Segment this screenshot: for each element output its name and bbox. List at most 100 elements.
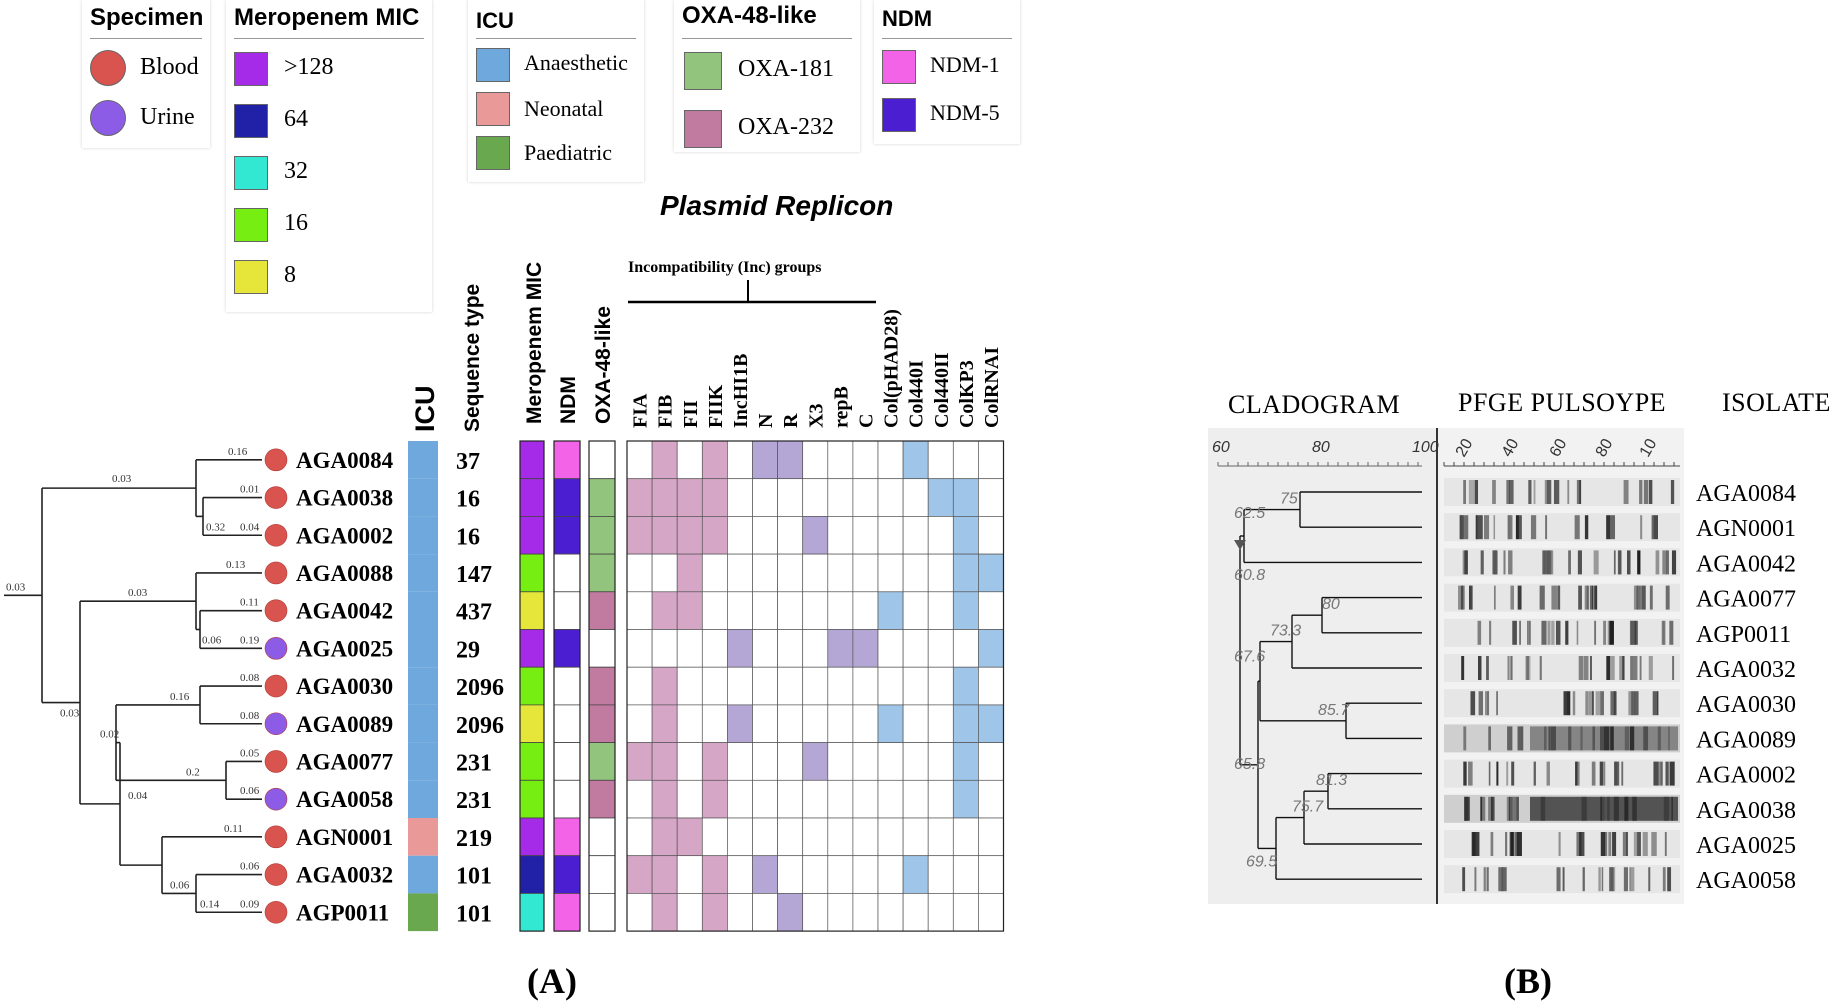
- gel-band: [1628, 691, 1633, 716]
- gel-band: [1544, 480, 1550, 504]
- replicon-cell: [752, 855, 778, 894]
- replicon-cell: [978, 704, 1004, 743]
- gel-band: [1472, 832, 1476, 856]
- replicon-cell: [676, 742, 703, 781]
- replicon-column-header: FIA: [630, 393, 652, 428]
- replicon-cell: [752, 666, 778, 706]
- gel-band: [1667, 867, 1672, 892]
- gel-band: [1458, 585, 1462, 610]
- replicon-cell: [676, 779, 703, 819]
- replicon-cell: [877, 855, 904, 894]
- mic-128-swatch: [234, 52, 268, 86]
- isolate-name: AGN0001: [296, 825, 393, 850]
- replicon-cell: [802, 553, 829, 593]
- ndm-cell: [553, 779, 581, 819]
- gel-band: [1474, 867, 1477, 892]
- branch-length-label: 0.06: [202, 635, 222, 647]
- replicon-cell: [952, 742, 979, 781]
- replicon-cell: [701, 553, 728, 593]
- sequence-type: 16: [456, 524, 480, 550]
- specimen-marker: [264, 486, 288, 509]
- panel-divider: [1436, 428, 1438, 904]
- branch-length-label: 0.13: [226, 559, 246, 571]
- replicon-cell: [902, 666, 929, 706]
- gel-band: [1563, 691, 1567, 716]
- gel-band: [1662, 550, 1668, 575]
- replicon-cell: [877, 779, 904, 819]
- gel-band: [1508, 796, 1514, 821]
- replicon-cell: [676, 629, 703, 668]
- gel-band: [1583, 656, 1589, 680]
- replicon-column-header: Col(pHAD28): [881, 309, 903, 428]
- replicon-cell: [651, 478, 678, 517]
- gel-band: [1463, 480, 1466, 504]
- gel-band: [1565, 620, 1569, 645]
- replicon-cell: [952, 516, 979, 555]
- gel-band: [1517, 726, 1523, 751]
- replicon-cell: [952, 893, 979, 932]
- gel-band: [1636, 585, 1641, 610]
- meropenem-cell: [519, 440, 545, 480]
- gel-band: [1490, 832, 1494, 856]
- replicon-cell: [978, 478, 1004, 517]
- branch-length-label: 0.16: [170, 691, 190, 703]
- gel-lane: [1444, 759, 1680, 788]
- gel-band: [1618, 550, 1622, 575]
- replicon-cell: [852, 742, 879, 781]
- gel-band: [1506, 761, 1509, 786]
- replicon-cell: [827, 629, 854, 668]
- cladogram-node-label: 73.3: [1270, 623, 1301, 640]
- gel-band: [1527, 620, 1529, 645]
- gel-band: [1578, 656, 1584, 680]
- replicon-cell: [802, 591, 829, 630]
- replicon-cell: [727, 817, 753, 857]
- replicon-cell: [978, 855, 1004, 894]
- sequence-type: 219: [456, 826, 492, 852]
- replicon-cell: [626, 440, 653, 480]
- gel-band: [1643, 480, 1649, 504]
- gel-band: [1558, 832, 1561, 856]
- gel-band: [1493, 515, 1496, 540]
- gel-band: [1496, 691, 1498, 716]
- gel-band: [1651, 832, 1657, 856]
- replicon-column-header: IncHI1B: [730, 354, 752, 428]
- gel-band: [1634, 620, 1638, 645]
- replicon-cell: [727, 779, 753, 819]
- gel-band: [1631, 691, 1635, 716]
- replicon-cell: [902, 893, 929, 932]
- isolate-name: AGA0058: [296, 787, 393, 812]
- gel-band: [1494, 585, 1496, 610]
- legend-label: OXA-232: [738, 114, 834, 140]
- gel-band: [1653, 761, 1659, 786]
- gel-band: [1476, 832, 1480, 856]
- cladogram-node-label: 81.3: [1316, 772, 1347, 789]
- legend-label: NDM-5: [930, 100, 1000, 125]
- gel-band: [1576, 620, 1579, 645]
- gel-band: [1608, 832, 1612, 856]
- blood-swatch: [90, 50, 126, 86]
- replicon-cell: [852, 591, 879, 630]
- gel-band: [1488, 796, 1493, 821]
- replicon-cell: [927, 742, 954, 781]
- legend-label: Anaesthetic: [524, 50, 628, 75]
- isolate-name: AGP0011: [296, 900, 389, 925]
- replicon-column-header: repB: [830, 386, 852, 428]
- replicon-cell: [827, 742, 854, 781]
- replicon-cell: [827, 817, 854, 857]
- isolate-name: AGA0038: [296, 486, 393, 511]
- branch-length-label: 0.06: [240, 785, 260, 797]
- gel-band: [1609, 867, 1614, 892]
- gel-band: [1580, 726, 1583, 751]
- ndm5-swatch: [882, 98, 916, 132]
- replicon-cell: [727, 704, 753, 743]
- gel-band: [1632, 656, 1638, 680]
- replicon-cell: [626, 817, 653, 857]
- replicon-cell: [752, 478, 778, 517]
- gel-band: [1669, 620, 1674, 645]
- replicon-cell: [902, 704, 929, 743]
- replicon-cell: [651, 742, 678, 781]
- gel-band: [1517, 585, 1522, 610]
- replicon-cell: [676, 553, 703, 593]
- replicon-cell: [827, 855, 854, 894]
